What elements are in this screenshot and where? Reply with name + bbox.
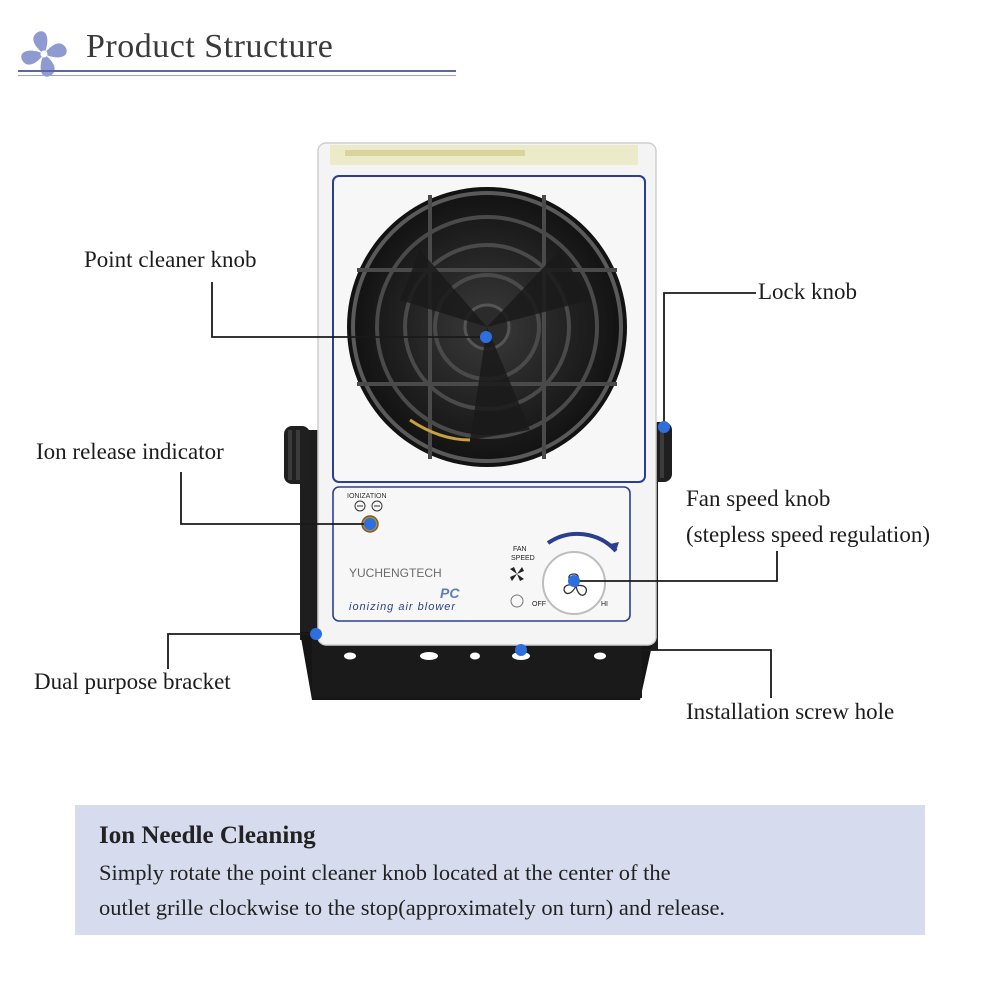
marker-screw-hole: [515, 644, 527, 656]
power-icon: [510, 594, 524, 608]
label-installation-screw-hole: Installation screw hole: [686, 699, 895, 724]
fan-small-icon: [510, 567, 524, 581]
screw-hole: [470, 652, 480, 660]
label-ion-release-indicator: Ion release indicator: [36, 439, 224, 464]
note-line: Simply rotate the point cleaner knob loc…: [99, 860, 671, 885]
note-line: outlet grille clockwise to the stop(appr…: [99, 895, 726, 920]
leader-screw-hole: [521, 649, 772, 698]
label-fan-speed-knob: Fan speed knob: [686, 486, 831, 511]
subtitle-label: ionizing air blower: [349, 601, 456, 613]
callout-markers: [310, 331, 670, 656]
note-title: Ion Needle Cleaning: [99, 822, 316, 849]
speed-label: SPEED: [511, 555, 535, 562]
page-header: Product Structure: [0, 0, 1000, 90]
leader-fan-speed: [574, 551, 778, 582]
label-dual-purpose-bracket: Dual purpose bracket: [34, 669, 231, 694]
label-lock-knob: Lock knob: [758, 279, 858, 304]
lock-knob-left: [284, 426, 310, 484]
marker-fan-speed: [568, 575, 580, 587]
hi-label: HI: [601, 601, 608, 608]
label-point-cleaner-knob: Point cleaner knob: [84, 247, 257, 272]
marker-bracket: [310, 628, 322, 640]
screw-hole: [344, 652, 356, 660]
marker-ion-indicator: [364, 518, 376, 530]
leader-lock-knob: [663, 292, 756, 426]
screw-hole: [420, 652, 438, 660]
off-label: OFF: [532, 601, 546, 608]
marker-point-cleaner: [480, 331, 492, 343]
cleaning-note: Ion Needle Cleaning Simply rotate the po…: [75, 805, 925, 935]
leader-ion-indicator: [180, 472, 370, 525]
brand-label: YUCHENGTECH: [349, 566, 442, 580]
label-fan-speed-note: (stepless speed regulation): [686, 522, 930, 547]
ionization-label: IONIZATION: [347, 493, 387, 500]
leader-point-cleaner: [211, 282, 486, 338]
fan-label: FAN: [513, 546, 527, 553]
marker-lock-knob: [658, 421, 670, 433]
leader-bracket: [167, 633, 316, 669]
screw-hole: [594, 652, 606, 660]
leader-lines: [167, 282, 778, 698]
page-title: Product Structure: [86, 28, 334, 65]
fan-grille: [347, 187, 627, 467]
note-body: Simply rotate the point cleaner knob loc…: [99, 855, 901, 925]
product-diagram: IONIZATION YUCHENGTECH PC ionizing air b…: [167, 142, 778, 700]
title-underline: [18, 70, 456, 78]
model-label: PC: [440, 585, 460, 601]
